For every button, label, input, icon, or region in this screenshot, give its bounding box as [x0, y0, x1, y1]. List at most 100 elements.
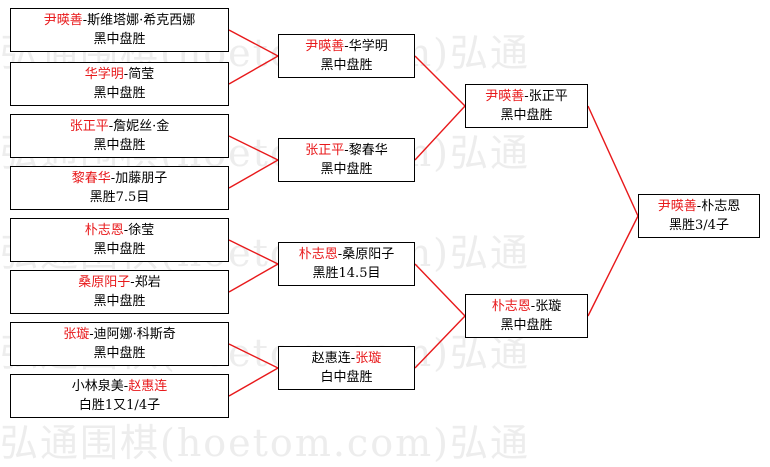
bracket-connector-line [414, 55, 466, 107]
match-players: 朴志恩-徐莹 [85, 221, 154, 240]
versus-dash: - [89, 327, 94, 342]
player-white: 华学明 [348, 39, 388, 54]
round3-match-box: 尹暎善-张正平黑中盘胜 [465, 84, 588, 128]
versus-dash: - [344, 39, 349, 54]
round1-match-box: 桑原阳子-郑岩黑中盘胜 [10, 270, 229, 314]
player-white: 简莹 [128, 67, 155, 82]
player-black: 张正平 [305, 143, 345, 158]
round1-match-box: 华学明-简莹黑中盘胜 [10, 62, 229, 106]
round2-match-box: 张正平-黎春华黑中盘胜 [278, 138, 415, 182]
match-players: 朴志恩-张璇 [492, 297, 561, 316]
player-black: 赵惠连 [311, 351, 351, 366]
versus-dash: - [524, 89, 529, 104]
player-black: 朴志恩 [491, 299, 531, 314]
match-result: 黑中盘胜 [93, 242, 146, 257]
tournament-bracket: 尹暎善-斯维塔娜·希克西娜黑中盘胜华学明-简莹黑中盘胜张正平-詹妮丝·金黑中盘胜… [10, 8, 760, 418]
bracket-connector-line [228, 239, 279, 265]
player-black: 华学明 [84, 67, 124, 82]
round2-match-box: 尹暎善-华学明黑中盘胜 [278, 34, 415, 78]
player-white: 黎春华 [348, 143, 388, 158]
bracket-connector-line [414, 315, 466, 369]
player-white: 张正平 [528, 89, 568, 104]
player-black: 桑原阳子 [78, 275, 131, 290]
versus-dash: - [123, 223, 129, 238]
player-black: 尹暎善 [305, 39, 345, 54]
player-white: 斯维塔娜·希克西娜 [87, 13, 196, 28]
bracket-connector-line [587, 105, 639, 217]
match-result: 黑胜3/4子 [669, 218, 729, 233]
versus-dash: - [344, 143, 349, 158]
match-result: 黑中盘胜 [500, 108, 553, 123]
match-result: 黑中盘胜 [320, 162, 373, 177]
player-black: 尹暎善 [657, 199, 697, 214]
match-result: 黑中盘胜 [93, 294, 146, 309]
bracket-connector-line [228, 159, 279, 189]
versus-dash: - [350, 351, 356, 366]
player-white: 张璇 [355, 351, 382, 366]
bracket-connector-line [228, 29, 279, 57]
match-result: 黑中盘胜 [500, 318, 553, 333]
match-players: 朴志恩-桑原阳子 [299, 245, 394, 264]
round1-match-box: 张正平-詹妮丝·金黑中盘胜 [10, 114, 229, 158]
round3-match-box: 朴志恩-张璇黑中盘胜 [465, 294, 588, 338]
versus-dash: - [108, 119, 114, 134]
versus-dash: - [696, 199, 702, 214]
match-result: 黑中盘胜 [93, 86, 146, 101]
bracket-connector-line [228, 367, 279, 397]
bracket-connector-line [228, 343, 279, 369]
match-players: 张正平-詹妮丝·金 [70, 117, 170, 136]
player-black: 黎春华 [71, 171, 111, 186]
player-white: 迪阿娜·科斯奇 [93, 327, 176, 342]
versus-dash: - [82, 13, 88, 28]
match-result: 白胜1又1/4子 [78, 398, 161, 413]
match-result: 黑中盘胜 [320, 58, 373, 73]
bracket-connector-line [228, 263, 279, 293]
player-black: 尹暎善 [485, 89, 525, 104]
match-players: 尹暎善-朴志恩 [658, 197, 740, 216]
bracket-connectors [228, 29, 639, 397]
versus-dash: - [337, 247, 343, 262]
match-players: 张璇-迪阿娜·科斯奇 [63, 325, 176, 344]
match-players: 小林泉美-赵惠连 [72, 377, 167, 396]
player-black: 朴志恩 [298, 247, 338, 262]
round2-match-box: 朴志恩-桑原阳子黑胜14.5目 [278, 242, 415, 286]
player-white: 桑原阳子 [342, 247, 395, 262]
round1-match-box: 朴志恩-徐莹黑中盘胜 [10, 218, 229, 262]
player-black: 张璇 [63, 327, 90, 342]
match-players: 张正平-黎春华 [305, 141, 387, 160]
bracket-connector-line [228, 135, 279, 161]
versus-dash: - [130, 275, 135, 290]
round1-match-box: 张璇-迪阿娜·科斯奇黑中盘胜 [10, 322, 229, 366]
bracket-connector-line [414, 105, 466, 161]
match-result: 黑胜7.5目 [89, 190, 150, 205]
match-result: 黑胜14.5目 [312, 266, 381, 281]
player-white: 詹妮丝·金 [113, 119, 170, 134]
bracket-connector-line [228, 55, 279, 85]
round1-match-box: 黎春华-加藤朋子黑胜7.5目 [10, 166, 229, 210]
match-players: 桑原阳子-郑岩 [78, 273, 160, 292]
player-black: 朴志恩 [84, 223, 124, 238]
versus-dash: - [123, 67, 129, 82]
versus-dash: - [110, 171, 116, 186]
match-result: 黑中盘胜 [93, 346, 146, 361]
bracket-connector-line [414, 263, 466, 317]
player-black: 尹暎善 [43, 13, 83, 28]
match-players: 赵惠连-张璇 [312, 349, 381, 368]
round1-match-box: 尹暎善-斯维塔娜·希克西娜黑中盘胜 [10, 8, 229, 52]
match-players: 华学明-简莹 [85, 65, 154, 84]
versus-dash: - [123, 379, 129, 394]
player-white: 徐莹 [128, 223, 155, 238]
match-players: 尹暎善-华学明 [305, 37, 387, 56]
player-black: 张正平 [69, 119, 109, 134]
player-white: 赵惠连 [128, 379, 168, 394]
player-black: 小林泉美 [71, 379, 124, 394]
player-white: 张璇 [535, 299, 562, 314]
match-players: 尹暎善-斯维塔娜·希克西娜 [44, 11, 196, 30]
player-white: 加藤朋子 [115, 171, 168, 186]
player-white: 郑岩 [134, 275, 161, 290]
match-players: 尹暎善-张正平 [485, 87, 567, 106]
match-result: 黑中盘胜 [93, 32, 146, 47]
bracket-connector-line [587, 215, 639, 317]
match-result: 白中盘胜 [320, 370, 373, 385]
round1-match-box: 小林泉美-赵惠连白胜1又1/4子 [10, 374, 229, 418]
